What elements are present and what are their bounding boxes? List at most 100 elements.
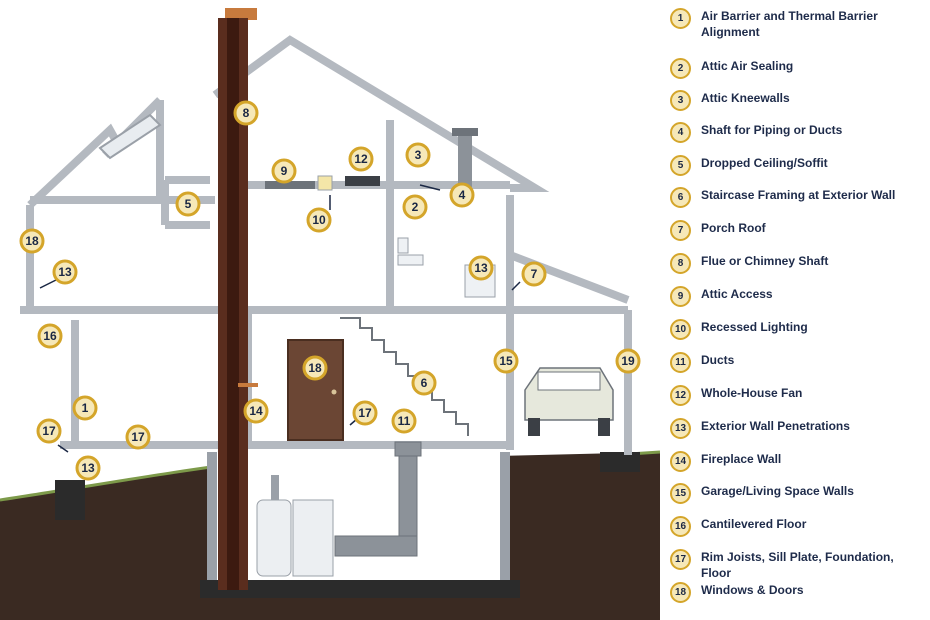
callout-marker: 3: [405, 142, 431, 168]
callout-number: 5: [185, 197, 192, 211]
callout-marker: 10: [306, 207, 332, 233]
callout-number: 2: [412, 200, 419, 214]
legend-number-badge: 15: [670, 483, 691, 504]
callout-number: 18: [308, 361, 322, 375]
legend-item: 3 Attic Kneewalls: [670, 90, 921, 111]
legend-label: Flue or Chimney Shaft: [701, 254, 829, 268]
legend-label: Shaft for Piping or Ducts: [701, 123, 843, 137]
callout-number: 8: [243, 106, 250, 120]
callout-number: 12: [354, 152, 368, 166]
whole-house-fan: [345, 176, 380, 186]
staircase: [340, 317, 469, 436]
callout-number: 17: [358, 406, 372, 420]
callout-marker: 2: [402, 194, 428, 220]
callout-number: 4: [459, 188, 466, 202]
callout-number: 10: [312, 213, 326, 227]
callout-number: 18: [25, 234, 39, 248]
callout-marker: 8: [233, 100, 259, 126]
callout-number: 16: [43, 329, 57, 343]
door-knob: [331, 389, 337, 395]
callout-marker: 15: [493, 348, 519, 374]
sink: [397, 254, 424, 266]
chimney-flue: [227, 18, 239, 590]
callout-marker: 14: [243, 398, 269, 424]
legend-number-badge: 16: [670, 516, 691, 537]
legend-number-badge: 13: [670, 418, 691, 439]
furnace-flue: [271, 475, 279, 500]
legend-label: Attic Access: [701, 287, 773, 301]
callout-markers: 8 9 12 3 5 10 2 4 18 13 13 7 16 15 19 18 6 1 14 17 11 17 17 13: [19, 100, 641, 481]
legend-number-badge: 3: [670, 90, 691, 111]
callout-number: 6: [421, 376, 428, 390]
callout-number: 1: [82, 401, 89, 415]
callout-number: 17: [131, 430, 145, 444]
callout-marker: 13: [468, 255, 494, 281]
furnace: [292, 499, 334, 577]
legend-number-badge: 9: [670, 286, 691, 307]
legend-number-badge: 6: [670, 187, 691, 208]
legend-label: Ducts: [701, 353, 735, 367]
callout-marker: 6: [411, 370, 437, 396]
callout-number: 13: [58, 265, 72, 279]
callout-number: 14: [249, 404, 263, 418]
legend-number-badge: 5: [670, 155, 691, 176]
legend-label: Cantilevered Floor: [701, 517, 807, 531]
callout-number: 13: [81, 461, 95, 475]
legend-item: 18 Windows & Doors: [670, 582, 921, 603]
legend-number-badge: 8: [670, 253, 691, 274]
bath-mirror: [397, 237, 409, 254]
garage-footing: [600, 452, 640, 472]
callout-marker: 11: [391, 408, 417, 434]
legend-item: 13 Exterior Wall Penetrations: [670, 418, 921, 439]
recessed-light: [317, 175, 333, 191]
legend-item: 9 Attic Access: [670, 286, 921, 307]
legend-label: Staircase Framing at Exterior Wall: [701, 188, 896, 202]
car: [524, 367, 614, 436]
callout-number: 13: [474, 261, 488, 275]
legend-label: Air Barrier and Thermal Barrier Alignmen…: [701, 9, 878, 39]
callout-number: 3: [415, 148, 422, 162]
legend-number-badge: 11: [670, 352, 691, 373]
legend-label: Windows & Doors: [701, 583, 804, 597]
legend-label: Garage/Living Space Walls: [701, 484, 854, 498]
ducts: [334, 441, 422, 557]
fireplace-mantel: [238, 383, 258, 387]
callout-marker: 9: [271, 158, 297, 184]
legend-label: Recessed Lighting: [701, 320, 808, 334]
callout-marker: 5: [175, 191, 201, 217]
callout-number: 11: [398, 414, 411, 428]
legend-number-badge: 7: [670, 220, 691, 241]
legend-label: Attic Kneewalls: [701, 91, 790, 105]
legend-item: 16 Cantilevered Floor: [670, 516, 921, 537]
legend-number-badge: 10: [670, 319, 691, 340]
callout-marker: 19: [615, 348, 641, 374]
basement-wall-left: [207, 452, 217, 587]
legend-item: 8 Flue or Chimney Shaft: [670, 253, 921, 274]
callout-marker: 18: [302, 355, 328, 381]
legend-item: 10 Recessed Lighting: [670, 319, 921, 340]
legend-label: Dropped Ceiling/Soffit: [701, 156, 828, 170]
legend-label: Fireplace Wall: [701, 452, 782, 466]
legend-number-badge: 18: [670, 582, 691, 603]
basement-wall-right: [500, 452, 510, 587]
legend-label: Exterior Wall Penetrations: [701, 419, 850, 433]
basement-floor: [200, 580, 520, 598]
callout-marker: 16: [37, 323, 63, 349]
callout-marker: 12: [348, 146, 374, 172]
callout-marker: 4: [449, 182, 475, 208]
legend-label: Porch Roof: [701, 221, 766, 235]
callout-marker: 17: [36, 418, 62, 444]
callout-number: 9: [281, 164, 288, 178]
legend-item: 15 Garage/Living Space Walls: [670, 483, 921, 504]
callout-marker: 17: [352, 400, 378, 426]
vent-cap: [452, 128, 478, 136]
legend-number-badge: 17: [670, 549, 691, 570]
callout-number: 7: [531, 267, 538, 281]
